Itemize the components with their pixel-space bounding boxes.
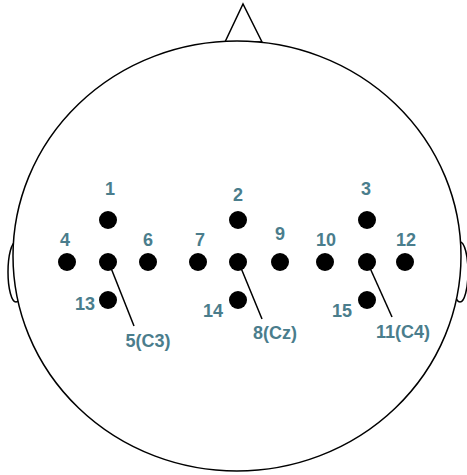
callout-number: 10 <box>316 231 336 249</box>
callout-number: 4 <box>60 231 70 249</box>
electrode-dot <box>358 211 376 229</box>
electrode-dot <box>358 291 376 309</box>
electrode-dot <box>316 253 334 271</box>
electrode-dot <box>99 291 117 309</box>
callout-number: 8(Cz) <box>253 324 297 342</box>
callout-number: 6 <box>143 231 153 249</box>
leader-line <box>370 268 392 317</box>
electrode-dot <box>271 253 289 271</box>
electrode-dot <box>99 211 117 229</box>
electrode-dot <box>58 253 76 271</box>
electrodes <box>58 211 414 309</box>
electrode-dot <box>189 253 207 271</box>
nose <box>225 4 262 42</box>
head-outline <box>13 41 461 471</box>
electrode-dot <box>229 211 247 229</box>
callout-number: 3 <box>361 180 371 198</box>
electrode-dot <box>229 253 247 271</box>
electrode-dot <box>229 291 247 309</box>
callout-number: 2 <box>233 186 243 204</box>
leader-lines <box>111 268 392 326</box>
electrode-dot <box>358 253 376 271</box>
callout-number: 9 <box>275 225 285 243</box>
callout-number: 12 <box>396 231 416 249</box>
leader-line <box>111 268 134 326</box>
callout-number: 13 <box>75 295 95 313</box>
leader-line <box>241 268 262 319</box>
callout-number: 7 <box>195 231 205 249</box>
callout-number: 14 <box>203 302 223 320</box>
callout-number: 1 <box>105 180 115 198</box>
callout-number: 5(C3) <box>125 332 170 350</box>
electrode-dot <box>396 253 414 271</box>
callout-number: 11(C4) <box>376 323 430 341</box>
electrode-dot <box>99 253 117 271</box>
electrode-dot <box>139 253 157 271</box>
callout-number: 15 <box>332 302 352 320</box>
